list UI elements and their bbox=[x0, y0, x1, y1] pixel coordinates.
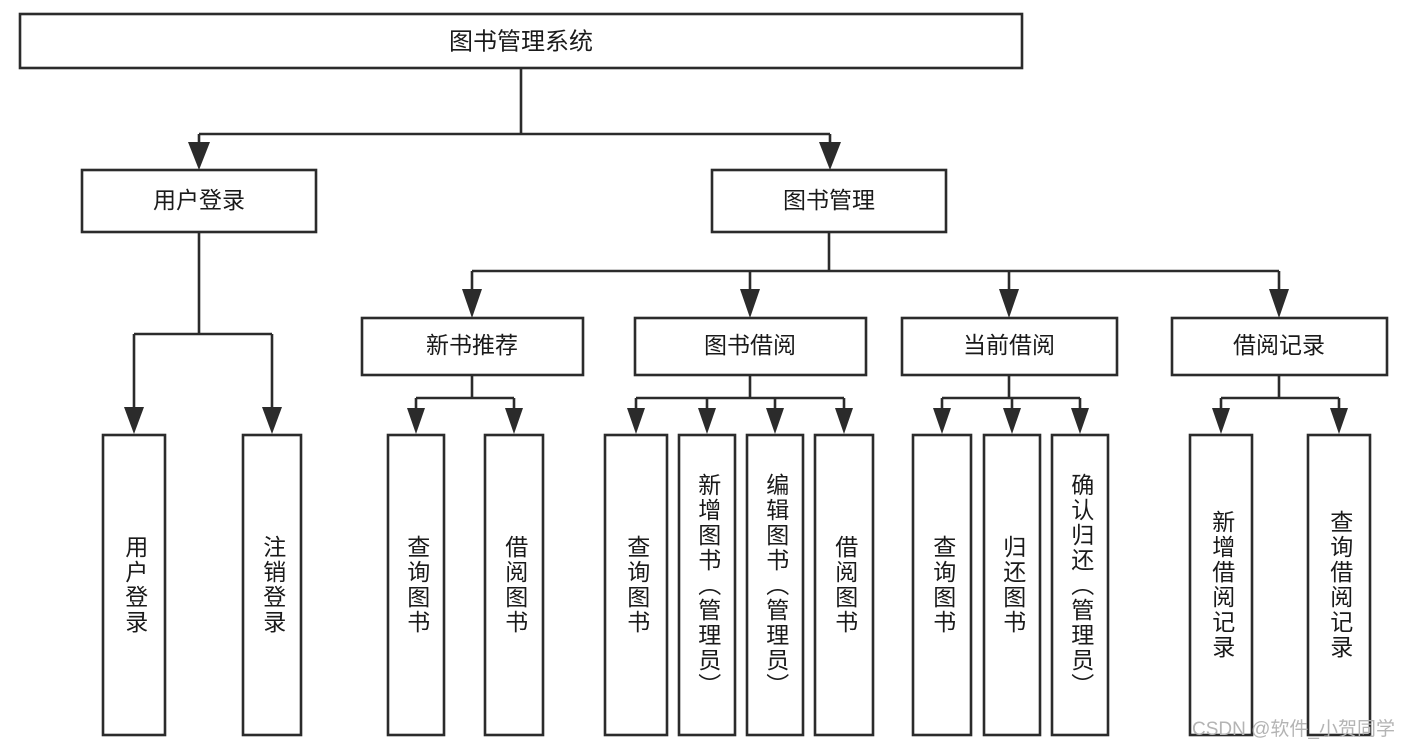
leaf-bb-borrow-book-box[interactable] bbox=[813, 433, 875, 737]
arrowhead-to-leaf-user-logout bbox=[262, 407, 282, 434]
arrowhead-to-leaf-bb-borrow-book bbox=[835, 408, 853, 434]
arrowhead-to-leaf-br-query-record bbox=[1330, 408, 1348, 434]
leaf-cb-return-book-box[interactable] bbox=[982, 433, 1042, 737]
arrowhead-group bbox=[124, 142, 1348, 434]
leaf-bb-query-book-box[interactable] bbox=[603, 433, 669, 737]
node-new-book-rec-box[interactable] bbox=[360, 316, 585, 377]
leaf-cb-confirm-return-box[interactable] bbox=[1050, 433, 1110, 737]
connector-group bbox=[132, 68, 1341, 409]
node-book-borrow[interactable]: 图书借阅 bbox=[633, 316, 868, 377]
arrowhead-to-book-mgmt bbox=[819, 142, 841, 170]
arrowhead-to-new-book-rec bbox=[462, 289, 482, 318]
arrowhead-to-leaf-cb-return-book bbox=[1003, 408, 1021, 434]
node-current-borrow-box[interactable] bbox=[900, 316, 1119, 377]
watermark-credit: CSDN @软件_小贺同学 bbox=[1192, 719, 1395, 740]
arrowhead-to-current-borrow bbox=[999, 289, 1019, 318]
leaf-br-query-record-box[interactable] bbox=[1306, 433, 1372, 737]
leaf-user-login-box[interactable] bbox=[101, 433, 167, 737]
arrowhead-to-leaf-rec-borrow-book bbox=[505, 408, 523, 434]
arrowhead-to-user-login bbox=[188, 142, 210, 170]
node-borrow-record-box[interactable] bbox=[1170, 316, 1389, 377]
arrowhead-to-borrow-record bbox=[1269, 289, 1289, 318]
node-root-box[interactable] bbox=[18, 12, 1024, 70]
node-borrow-record-label: 借阅记录 bbox=[1233, 332, 1325, 358]
arrowhead-to-leaf-cb-query-book bbox=[933, 408, 951, 434]
leaf-rec-query-book-box[interactable] bbox=[386, 433, 446, 737]
node-user-login[interactable]: 用户登录 bbox=[80, 168, 318, 234]
arrowhead-to-leaf-rec-query-book bbox=[407, 408, 425, 434]
arrowhead-to-leaf-cb-confirm-return bbox=[1071, 408, 1089, 434]
leaf-bb-add-book-box[interactable] bbox=[677, 433, 737, 737]
leaf-rec-borrow-book-box[interactable] bbox=[483, 433, 545, 737]
node-user-login-label: 用户登录 bbox=[153, 187, 245, 213]
leaf-br-add-record-box[interactable] bbox=[1188, 433, 1254, 737]
node-book-mgmt-label: 图书管理 bbox=[783, 187, 875, 213]
node-new-book-rec-label: 新书推荐 bbox=[426, 332, 518, 358]
node-root[interactable]: 图书管理系统 bbox=[18, 12, 1024, 70]
node-current-borrow[interactable]: 当前借阅 bbox=[900, 316, 1119, 377]
node-book-borrow-label: 图书借阅 bbox=[704, 332, 796, 358]
leaf-rect-group bbox=[101, 433, 1372, 737]
arrowhead-to-leaf-user-login bbox=[124, 407, 144, 434]
node-current-borrow-label: 当前借阅 bbox=[963, 332, 1055, 358]
node-book-mgmt-box[interactable] bbox=[710, 168, 948, 234]
arrowhead-to-leaf-bb-add-book bbox=[698, 408, 716, 434]
leaf-user-logout-box[interactable] bbox=[241, 433, 303, 737]
leaf-cb-query-book-box[interactable] bbox=[911, 433, 973, 737]
arrowhead-to-leaf-bb-edit-book bbox=[766, 408, 784, 434]
arrowhead-to-book-borrow bbox=[740, 289, 760, 318]
node-root-label: 图书管理系统 bbox=[449, 28, 593, 55]
arrowhead-to-leaf-bb-query-book bbox=[627, 408, 645, 434]
node-user-login-box[interactable] bbox=[80, 168, 318, 234]
node-book-borrow-box[interactable] bbox=[633, 316, 868, 377]
arrowhead-to-leaf-br-add-record bbox=[1212, 408, 1230, 434]
node-book-mgmt[interactable]: 图书管理 bbox=[710, 168, 948, 234]
node-new-book-rec[interactable]: 新书推荐 bbox=[360, 316, 585, 377]
leaf-bb-edit-book-box[interactable] bbox=[745, 433, 805, 737]
node-borrow-record[interactable]: 借阅记录 bbox=[1170, 316, 1389, 377]
